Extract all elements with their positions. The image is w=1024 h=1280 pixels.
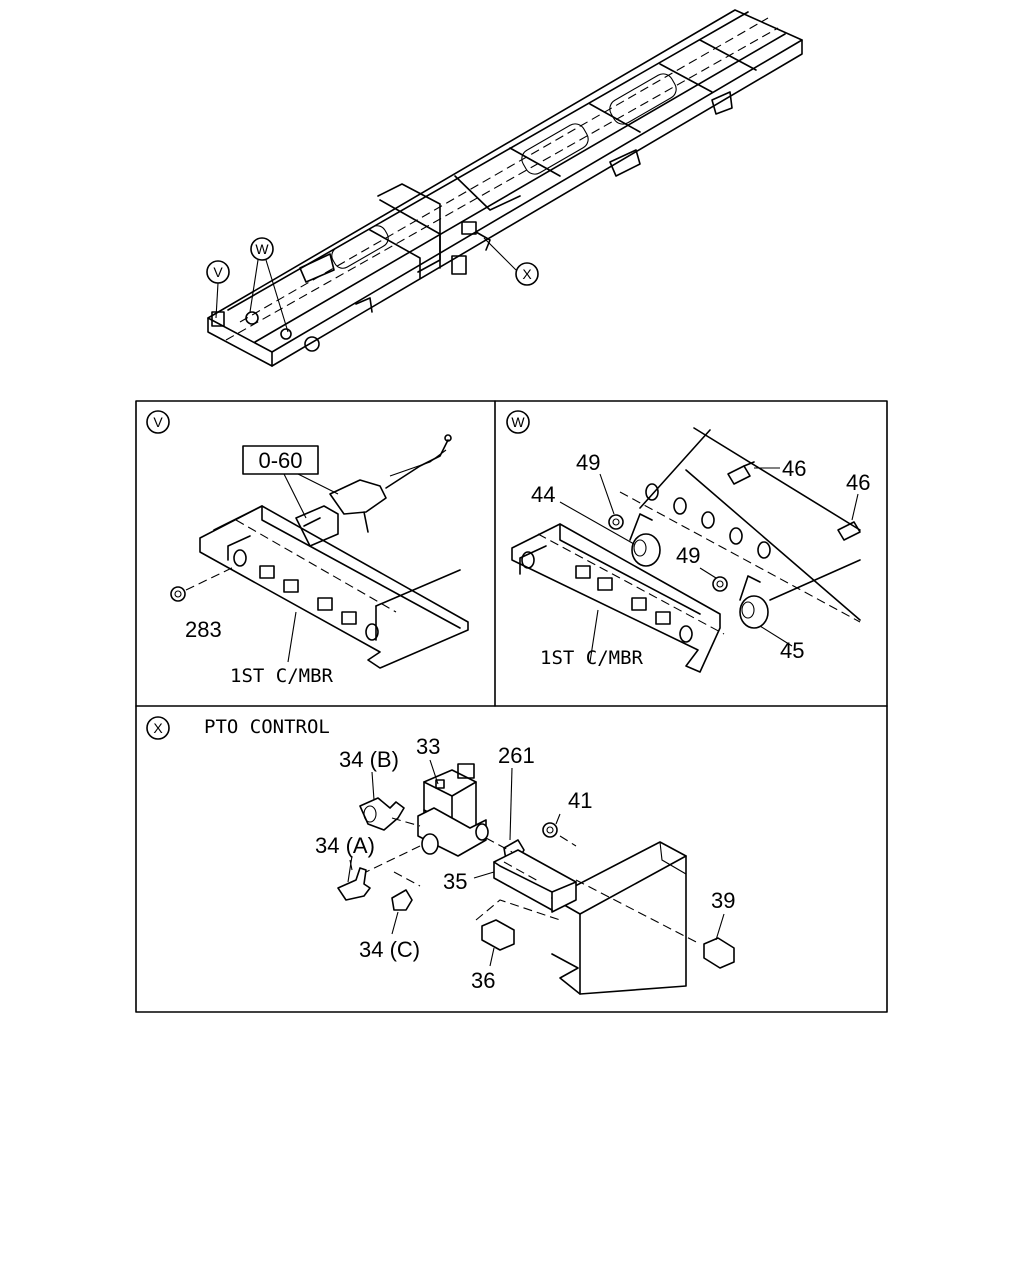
part-34c-label: 34 (C)	[359, 937, 420, 962]
part-49-label-b: 49	[676, 543, 700, 568]
part-46-label-b: 46	[846, 470, 870, 495]
callout-x: X	[483, 237, 539, 286]
part-34b-label: 34 (B)	[339, 747, 399, 772]
part-33-label: 33	[416, 734, 440, 759]
panel-v-letter: V	[153, 414, 163, 430]
panel-v: V 0-60 283 1ST C/MBR	[146, 410, 469, 687]
panel-w: W	[506, 410, 870, 673]
callout-x-letter: X	[522, 266, 532, 282]
member-label-w: 1ST C/MBR	[540, 647, 644, 669]
part-46-label-a: 46	[782, 456, 806, 481]
part-261-label: 261	[498, 743, 535, 768]
part-36-label: 36	[471, 968, 495, 993]
chassis-frame-overview	[207, 9, 803, 367]
panel-x-letter: X	[153, 720, 163, 736]
panel-w-letter: W	[511, 414, 525, 430]
part-44-label: 44	[531, 482, 555, 507]
part-49-label-a: 49	[576, 450, 600, 475]
callout-w: W	[249, 237, 289, 333]
callout-w-letter: W	[255, 241, 269, 257]
callout-v-letter: V	[213, 264, 223, 280]
part-283-label: 283	[185, 617, 222, 642]
part-34a-label: 34 (A)	[315, 833, 375, 858]
panel-x: X PTO CONTROL	[146, 716, 735, 995]
panel-x-title: PTO CONTROL	[204, 716, 330, 738]
callout-v: V	[206, 260, 230, 319]
part-39-label: 39	[711, 888, 735, 913]
part-41-label: 41	[568, 788, 592, 813]
part-35-label: 35	[443, 869, 467, 894]
member-label-v: 1ST C/MBR	[230, 665, 334, 687]
part-45-label: 45	[780, 638, 804, 663]
ref-box-0-60: 0-60	[258, 448, 302, 473]
